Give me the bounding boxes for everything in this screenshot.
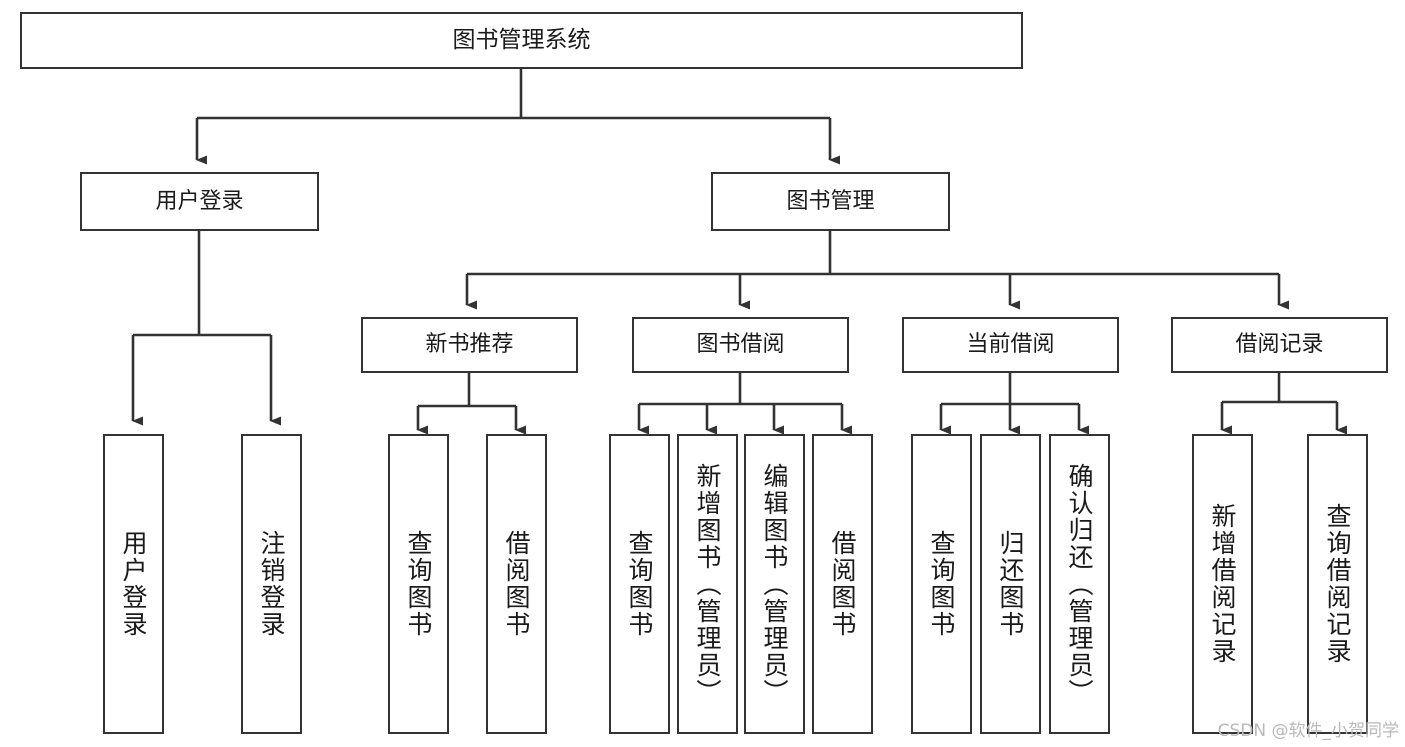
leaf-borrow-edit-book-admin[interactable]: 编辑图书（管理员） — [744, 434, 805, 734]
leaf-current-query-book[interactable]: 查询图书 — [911, 434, 972, 734]
node-label: 借阅图书 — [828, 530, 857, 638]
leaf-user-login[interactable]: 用户登录 — [103, 434, 164, 734]
node-label: 新增借阅记录 — [1208, 503, 1237, 665]
node-root-book-management-system[interactable]: 图书管理系统 — [20, 12, 1023, 69]
node-label: 查询图书 — [927, 530, 956, 638]
node-label: 查询图书 — [404, 530, 433, 638]
node-label: 新书推荐 — [425, 332, 514, 358]
node-label: 查询借阅记录 — [1323, 503, 1352, 665]
node-new-book-recommendation[interactable]: 新书推荐 — [361, 317, 578, 373]
leaf-record-add-borrow-record[interactable]: 新增借阅记录 — [1192, 434, 1253, 734]
node-label: 注销登录 — [257, 530, 286, 638]
leaf-current-return-book[interactable]: 归还图书 — [980, 434, 1041, 734]
node-book-management[interactable]: 图书管理 — [711, 172, 950, 231]
node-label: 用户登录 — [119, 530, 148, 638]
node-label: 借阅记录 — [1235, 332, 1324, 358]
node-label: 确认归还（管理员） — [1065, 462, 1094, 706]
node-label: 图书借阅 — [696, 332, 785, 358]
leaf-borrow-query-book[interactable]: 查询图书 — [609, 434, 670, 734]
node-label: 用户登录 — [155, 188, 244, 214]
leaf-record-query-borrow-record[interactable]: 查询借阅记录 — [1307, 434, 1368, 734]
node-label: 编辑图书（管理员） — [760, 462, 789, 706]
csdn-watermark: CSDN @软件_小贺同学 — [1217, 721, 1399, 741]
leaf-logout[interactable]: 注销登录 — [241, 434, 302, 734]
node-label: 图书管理系统 — [452, 26, 591, 53]
node-label: 借阅图书 — [502, 530, 531, 638]
node-user-login[interactable]: 用户登录 — [80, 172, 319, 231]
leaf-borrow-borrow-book[interactable]: 借阅图书 — [812, 434, 873, 734]
node-label: 查询图书 — [625, 530, 654, 638]
node-label: 新增图书（管理员） — [693, 462, 722, 706]
node-label: 图书管理 — [786, 188, 875, 214]
leaf-borrow-add-book-admin[interactable]: 新增图书（管理员） — [677, 434, 738, 734]
node-book-borrowing[interactable]: 图书借阅 — [632, 317, 849, 373]
leaf-new-book-borrow-book[interactable]: 借阅图书 — [486, 434, 547, 734]
node-current-borrowing[interactable]: 当前借阅 — [902, 317, 1119, 373]
leaf-new-book-query-book[interactable]: 查询图书 — [388, 434, 449, 734]
node-label: 当前借阅 — [966, 332, 1055, 358]
leaf-current-confirm-return-admin[interactable]: 确认归还（管理员） — [1049, 434, 1110, 734]
node-label: 归还图书 — [996, 530, 1025, 638]
node-borrowing-record[interactable]: 借阅记录 — [1171, 317, 1388, 373]
